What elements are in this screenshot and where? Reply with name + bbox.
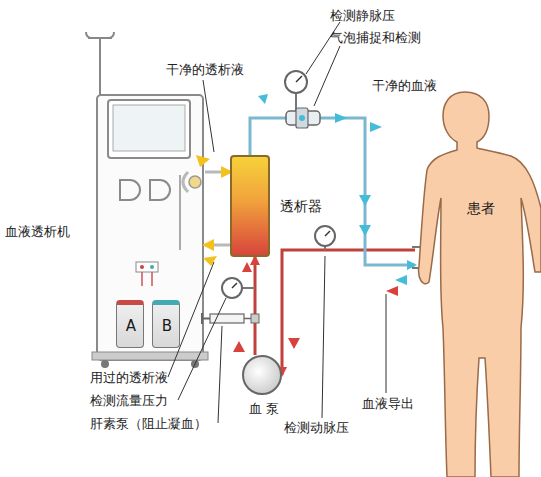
dialysate-label: 用过的透析液	[90, 370, 168, 386]
pressure-label: 检测静脉压	[330, 8, 395, 24]
blood-pump: 血 泵	[242, 355, 282, 395]
pressure-label: 检测动脉压	[284, 420, 349, 436]
blood-label: 干净的血液	[372, 78, 437, 94]
dialyzer: 透析器	[230, 155, 270, 257]
machine-body	[92, 95, 208, 368]
node-label: 透析器	[280, 198, 322, 215]
blood-label: 血液导出	[362, 396, 414, 412]
heparin-syringe	[202, 313, 259, 324]
node-label: A	[117, 317, 145, 335]
tube-connector	[205, 171, 230, 174]
sensor-label: 气泡捕捉和检测	[330, 30, 421, 46]
node-label: B	[153, 317, 181, 335]
concentrate-canister: A	[116, 300, 144, 348]
tube-connector	[254, 257, 257, 355]
tube-connector	[205, 244, 230, 247]
dialysate-tubes	[183, 172, 201, 192]
patient: 患者	[415, 88, 541, 477]
node-label: 血 泵	[234, 401, 294, 417]
tube-connector	[250, 118, 415, 265]
node-label: 血液透析机	[5, 224, 70, 240]
dialysis-machine: 血液透析机 AB	[3, 30, 205, 365]
flow-arrows	[196, 94, 407, 352]
arterial-gauge	[315, 226, 335, 250]
pump-label: 肝素泵（阻止凝血）	[90, 416, 207, 432]
leader-lines	[168, 22, 386, 423]
node-label: 患者	[441, 200, 521, 217]
patient-silhouette	[415, 88, 541, 477]
pressure-label: 检测流量压力	[90, 393, 168, 409]
venous-gauge	[285, 71, 307, 112]
dialysate-label: 干净的透析液	[166, 62, 244, 78]
flow-gauge	[222, 278, 255, 298]
bubble-trap	[286, 108, 320, 128]
tube-connector	[282, 250, 415, 375]
concentrate-canister: B	[152, 300, 180, 348]
